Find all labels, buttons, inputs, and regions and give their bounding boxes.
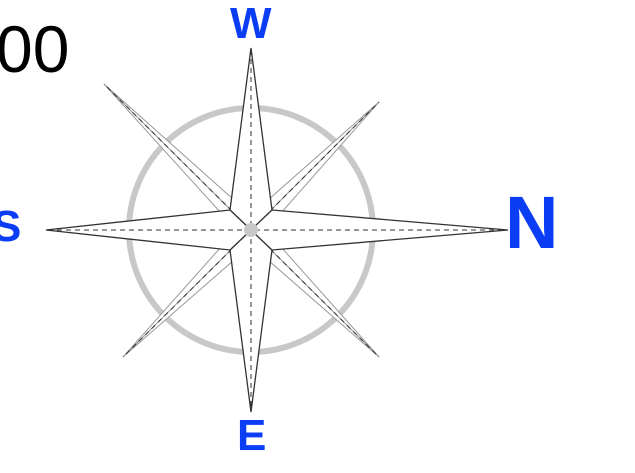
center-dot <box>244 223 258 237</box>
direction-label-bottom: E <box>237 414 266 458</box>
point-top <box>230 48 272 230</box>
main-star-points <box>46 48 508 412</box>
direction-label-right: N <box>505 186 558 260</box>
direction-label-left: S <box>0 205 21 249</box>
point-right <box>251 210 508 250</box>
direction-label-top: W <box>230 2 272 46</box>
dash-nw <box>104 84 251 230</box>
